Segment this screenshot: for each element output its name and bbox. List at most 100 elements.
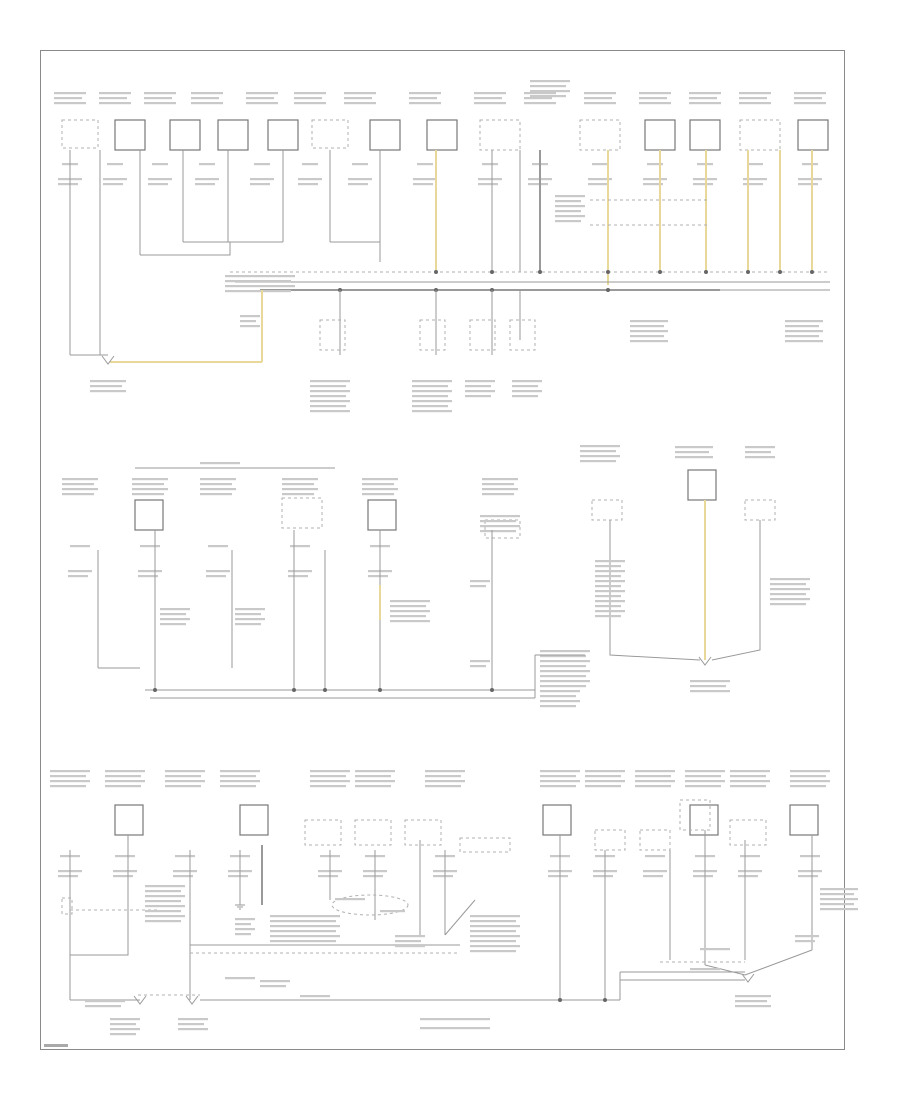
bus-splice [778,270,782,274]
component-label [144,92,176,95]
option-label [470,950,516,953]
splice-label [555,200,581,203]
splice-label [555,215,585,218]
legend-note [420,1027,490,1030]
component-label [54,92,86,95]
harness-wire [444,899,476,936]
harness-label [225,275,295,278]
option-label [770,578,810,581]
harness-label [225,290,291,293]
option-label [540,675,586,678]
bus-splice [538,270,542,274]
component-label [344,97,372,100]
component-label [344,92,376,95]
connector-box [369,119,401,151]
wire-color-label [798,875,818,878]
ground-label [178,1023,204,1026]
component-label [685,770,725,773]
component-label [310,775,346,778]
wire-color-label [470,660,490,663]
splice-label [595,585,621,588]
pin-label [482,163,498,166]
component-label [144,102,176,105]
harness-wire [140,242,231,256]
wire-color-label [260,985,286,988]
bus-splice [558,998,562,1002]
pin-label [208,545,228,548]
component-label [200,493,232,496]
component-label [584,97,612,100]
option-label [145,895,185,898]
component-label [344,102,376,105]
component-label [689,92,721,95]
option-label [470,915,520,918]
ground-label [540,690,580,693]
component-label [794,97,822,100]
component-label [99,92,131,95]
option-label [235,608,265,611]
component-label [62,493,94,496]
component-label [794,102,826,105]
component-label [635,785,671,788]
component-label [585,785,621,788]
connector-box [217,119,249,151]
pin-label [800,855,820,858]
component-label [465,390,495,393]
wire-color-label [298,178,322,181]
component-label [246,102,278,105]
option-label [235,623,261,626]
component-label [355,770,395,773]
wire-color-label [58,183,78,186]
component-label [635,770,675,773]
wire-color-label [195,178,219,181]
component-label [739,102,771,105]
component-label [790,775,826,778]
bus-splice [292,688,296,692]
component-label [310,385,346,388]
ground-label [540,695,576,698]
option-label [225,977,255,980]
wire-color-label [138,570,162,573]
component-label [675,456,713,459]
option-label [160,623,186,626]
option-label [270,920,336,923]
component-label [480,520,516,523]
wire-color-label [206,570,230,573]
option-label [85,1000,125,1003]
option-label [770,598,810,601]
option-label [390,620,430,623]
splice-label [555,210,581,213]
connector-outline [479,119,521,151]
component-label [540,785,576,788]
option-label [235,613,261,616]
component-label [482,483,514,486]
ground-label [178,1018,208,1021]
connector-outline [281,497,323,529]
component-label [99,97,127,100]
component-label [425,785,461,788]
wire-color-label [173,875,193,878]
wire-color-label [528,183,548,186]
component-label [580,445,620,448]
component-label [689,102,721,105]
component-label [62,483,94,486]
option-label [470,935,520,938]
ground-label [90,385,122,388]
component-label [790,785,826,788]
component-label [465,385,491,388]
bus-splice [490,270,494,274]
component-label [50,775,86,778]
component-label [685,785,721,788]
wire-color-label [395,940,421,943]
option-label [270,930,336,933]
option-label [335,898,365,901]
component-label [355,785,391,788]
component-label [54,97,82,100]
component-label [685,775,721,778]
component-label [132,488,168,491]
wire-color-label [643,870,667,873]
component-label [425,775,461,778]
ground-label [178,1028,208,1031]
pin-label [417,163,433,166]
option-label [470,945,520,948]
